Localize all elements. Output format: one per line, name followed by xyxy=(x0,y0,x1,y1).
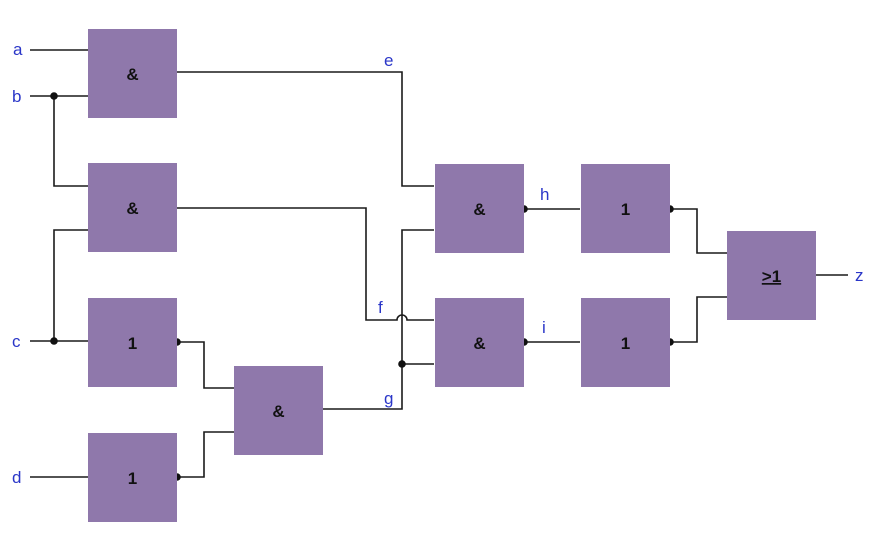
gate-body xyxy=(435,298,524,387)
gate-not-i: 1 xyxy=(581,298,670,387)
gate-and-bc: & xyxy=(88,163,177,252)
gate-body xyxy=(88,163,177,252)
gate-body xyxy=(88,298,177,387)
junction-dots xyxy=(50,92,674,481)
gate-body xyxy=(727,231,816,320)
gate-symbol: & xyxy=(126,199,138,218)
gate-not-h: 1 xyxy=(581,164,670,253)
wire-noth xyxy=(670,208,727,254)
wires xyxy=(30,49,848,478)
junction-dot-g xyxy=(398,360,406,368)
wire-noti xyxy=(670,296,727,343)
gate-and-h: & xyxy=(435,164,524,253)
gate-not-d: 1 xyxy=(88,433,177,522)
wire-c-branch xyxy=(53,229,88,341)
labels: a b c d e f g h i z xyxy=(12,40,864,487)
gate-body xyxy=(234,366,323,455)
gate-body xyxy=(435,164,524,253)
label-signal-f: f xyxy=(378,298,383,317)
gate-not-c: 1 xyxy=(88,298,177,387)
label-input-b: b xyxy=(12,87,21,106)
wire-notd xyxy=(177,431,234,478)
gate-body xyxy=(581,298,670,387)
gate-and-ab: & xyxy=(88,29,177,118)
gate-or-z: >1 xyxy=(727,231,816,320)
wire-e xyxy=(177,71,434,187)
gate-symbol: 1 xyxy=(621,334,630,353)
wire-b-branch xyxy=(53,96,88,187)
gate-body xyxy=(88,433,177,522)
gates: & & 1 1 & & & 1 xyxy=(88,29,816,522)
label-signal-e: e xyxy=(384,51,393,70)
wire-f xyxy=(177,207,434,321)
label-input-a: a xyxy=(13,40,23,59)
junction-dot-c xyxy=(50,337,58,345)
gate-symbol: >1 xyxy=(762,267,781,286)
wire-notc xyxy=(177,341,234,389)
wire-g xyxy=(322,229,434,410)
junction-dot-b xyxy=(50,92,58,100)
label-input-d: d xyxy=(12,468,21,487)
gate-symbol: & xyxy=(126,65,138,84)
gate-symbol: & xyxy=(272,402,284,421)
label-input-c: c xyxy=(12,332,21,351)
gate-body xyxy=(581,164,670,253)
gate-and-g: & xyxy=(234,366,323,455)
gate-symbol: 1 xyxy=(128,469,137,488)
gate-body xyxy=(88,29,177,118)
gate-symbol: 1 xyxy=(621,200,630,219)
gate-symbol: 1 xyxy=(128,334,137,353)
label-signal-i: i xyxy=(542,318,546,337)
label-signal-g: g xyxy=(384,389,393,408)
label-signal-h: h xyxy=(540,185,549,204)
gate-symbol: & xyxy=(473,200,485,219)
gate-symbol: & xyxy=(473,334,485,353)
label-output-z: z xyxy=(855,266,864,285)
gate-and-i: & xyxy=(435,298,524,387)
